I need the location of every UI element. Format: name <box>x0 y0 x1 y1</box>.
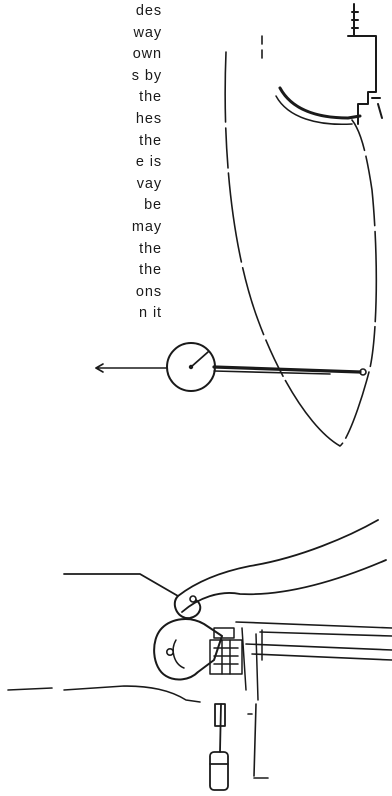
dial-gauge-measuring-drawing <box>0 0 392 470</box>
text-line: way <box>133 24 162 41</box>
text-line: the <box>139 240 162 257</box>
jaw-pivot <box>167 649 173 655</box>
text-line: be <box>144 197 162 214</box>
text-line: des <box>135 3 162 19</box>
fixture-block <box>348 4 382 124</box>
lever-head <box>175 596 200 618</box>
workpiece-inner-edge <box>276 96 352 124</box>
workpiece-inner-surface <box>280 88 360 118</box>
text-line: the <box>139 132 162 149</box>
base-arc <box>64 686 200 702</box>
text-line: s by <box>131 67 162 84</box>
lower-handle-bars <box>236 622 392 660</box>
jaw-body <box>154 619 222 679</box>
jaw-inner <box>173 640 184 668</box>
workpiece-outer-profile <box>225 52 376 446</box>
text-line: hes <box>135 110 162 127</box>
clamp-mechanism <box>210 628 262 700</box>
text-line: e is <box>135 154 162 171</box>
hand-tool-clamp-drawing <box>0 500 392 796</box>
dial-gauge <box>167 343 215 391</box>
upper-lever-underside <box>182 560 386 612</box>
text-line: vay <box>136 175 162 192</box>
text-line: n it <box>139 305 162 322</box>
text-line: may <box>131 218 162 235</box>
text-line: ons <box>135 283 162 300</box>
text-line: the <box>139 262 162 279</box>
body-text-column: des way own s by the hes the e is vay be… <box>0 0 162 324</box>
lever-pivot-upper <box>190 596 196 602</box>
text-line: own <box>132 46 162 63</box>
text-line: the <box>139 89 162 106</box>
stand-post <box>254 704 256 776</box>
upper-lever-arm <box>64 520 378 596</box>
gauge-stem <box>96 364 366 375</box>
hanging-plug <box>210 704 228 790</box>
base-line <box>8 688 52 690</box>
